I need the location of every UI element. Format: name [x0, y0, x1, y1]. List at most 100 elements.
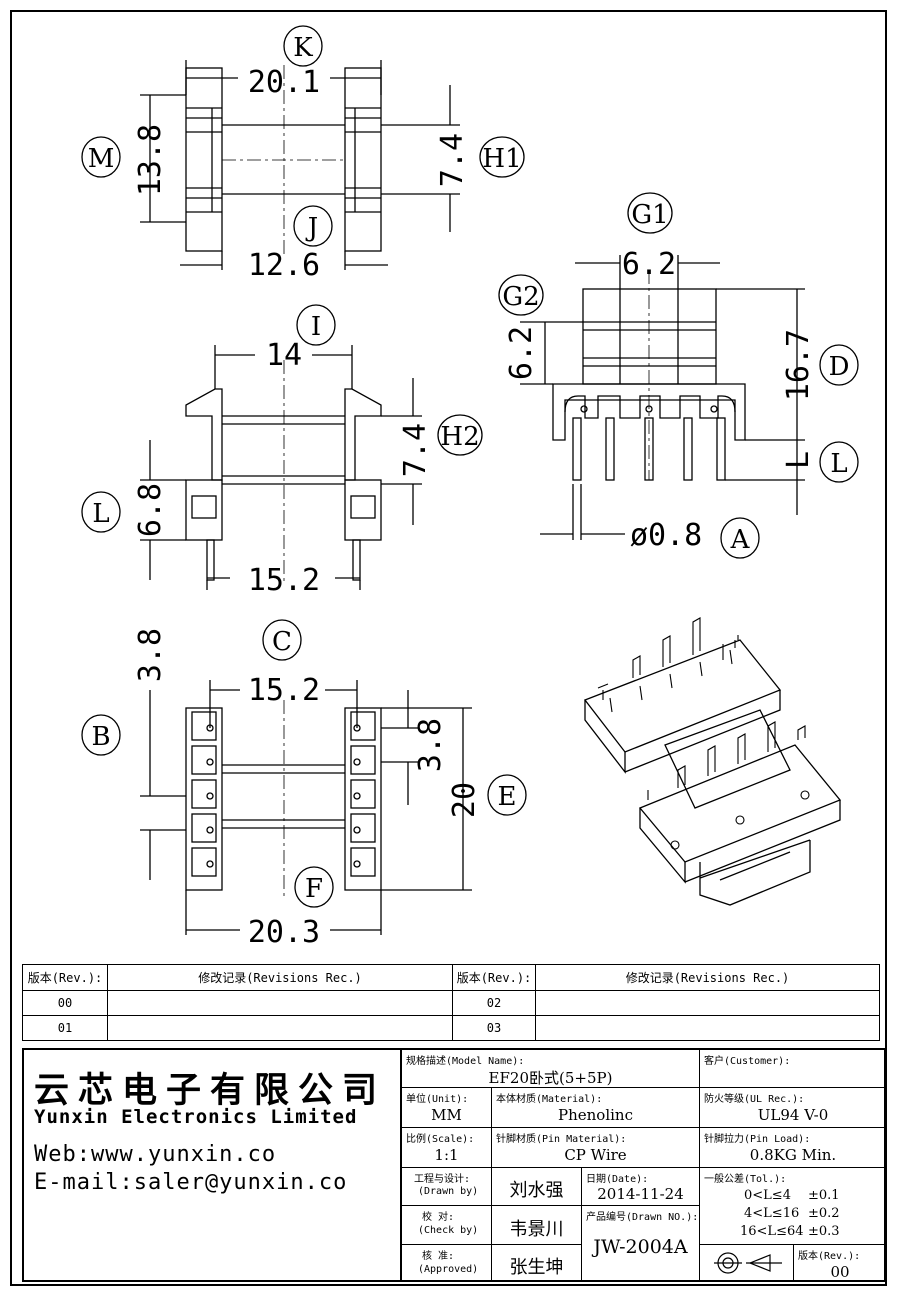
scale-value: 1:1 — [434, 1146, 459, 1164]
approved-label-cn: 核 准: — [422, 1251, 455, 1262]
callout-e: E — [498, 782, 517, 812]
material-cell: 本体材质(Material): Phenolinc — [492, 1088, 700, 1128]
check-value-cell: 韦景川 — [492, 1206, 582, 1245]
rev-header: 版本(Rev.): — [22, 964, 108, 991]
rev-cell: 03 — [452, 1015, 536, 1041]
rec-cell — [535, 990, 880, 1016]
projection-symbol-cell — [700, 1245, 794, 1282]
company-info: 云芯电子有限公司 Yunxin Electronics Limited Web:… — [24, 1050, 402, 1282]
dim-pitch: 3.8 — [413, 718, 448, 772]
callout-letters: K M H1 J G1 G2 D L A I H2 L C B E F — [88, 33, 850, 904]
projection-symbol-icon — [714, 1252, 782, 1274]
dim-h1-gap: 7.4 — [435, 133, 470, 187]
callout-g2: G2 — [502, 282, 539, 312]
rev-cell: 00 — [22, 990, 108, 1016]
check-label-en: (Check by) — [418, 1225, 479, 1236]
approved-label-cell: 核 准: (Approved) — [402, 1245, 492, 1282]
pin-load-label: 针脚拉力(Pin Load): — [704, 1134, 811, 1145]
pin-load-cell: 针脚拉力(Pin Load): 0.8KG Min. — [700, 1128, 886, 1168]
scale-label: 比例(Scale): — [406, 1134, 475, 1145]
material-value: Phenolinc — [558, 1106, 633, 1124]
dim-g1-width: 6.2 — [622, 247, 676, 282]
callout-a: A — [730, 525, 751, 555]
approved-label-en: (Approved) — [418, 1264, 479, 1275]
model-label: 规格描述(Model Name): — [406, 1056, 525, 1067]
tol-range-2: 4<L≤16 — [744, 1206, 800, 1221]
date-value: 2014-11-24 — [597, 1185, 684, 1203]
dim-c-width: 15.2 — [248, 673, 320, 708]
rev-value: 00 — [830, 1263, 850, 1281]
rec-header: 修改记录(Revisions Rec.) — [107, 964, 453, 991]
rec-header-2: 修改记录(Revisions Rec.) — [535, 964, 880, 991]
date-cell: 日期(Date): 2014-11-24 — [582, 1168, 700, 1206]
callout-h2: H2 — [440, 422, 479, 452]
callout-d: D — [829, 352, 850, 382]
dim-k-width: 20.1 — [248, 65, 320, 100]
pin-material-cell: 针脚材质(Pin Material): CP Wire — [492, 1128, 700, 1168]
callout-i: I — [311, 312, 321, 342]
dim-h2-gap: 7.4 — [398, 423, 433, 477]
check-value: 韦景川 — [509, 1219, 564, 1240]
ul-value: UL94 V-0 — [757, 1106, 829, 1124]
drawn-label-cn: 工程与设计: — [414, 1174, 471, 1185]
dimension-labels: 20.1 13.8 7.4 12.6 6.2 6.2 16.7 L ø0.8 1… — [133, 65, 816, 950]
callout-l-side: L — [830, 449, 847, 479]
callout-m: M — [88, 144, 115, 174]
dim-e-height: 20 — [447, 782, 482, 818]
rec-cell — [107, 990, 453, 1016]
material-label: 本体材质(Material): — [496, 1094, 603, 1105]
dim-b-offset: 3.8 — [133, 628, 168, 682]
check-label-cn: 校 对: — [422, 1212, 455, 1223]
company-email: E-mail:saler@yunxin.co — [34, 1170, 348, 1195]
rec-cell — [535, 1015, 880, 1041]
customer-cell: 客户(Customer): — [700, 1050, 886, 1088]
model-value: EF20卧式(5+5P) — [488, 1069, 613, 1087]
dim-g2-height: 6.2 — [504, 326, 539, 380]
pin-material-label: 针脚材质(Pin Material): — [496, 1134, 627, 1145]
pin-load-value: 0.8KG Min. — [749, 1146, 837, 1164]
unit-label: 单位(Unit): — [406, 1094, 469, 1105]
approved-value: 张生坤 — [509, 1257, 564, 1278]
dim-i-width: 14 — [266, 338, 302, 373]
ul-label: 防火等级(UL Rec.): — [704, 1094, 805, 1105]
callout-c: C — [272, 627, 292, 657]
company-name-en: Yunxin Electronics Limited — [34, 1106, 358, 1128]
customer-label: 客户(Customer): — [704, 1056, 791, 1067]
top-view — [140, 60, 460, 270]
callout-k: K — [293, 33, 313, 63]
drawing-frame — [10, 10, 887, 1286]
company-web: Web:www.yunxin.co — [34, 1142, 277, 1167]
front-view — [140, 345, 422, 590]
dim-pin-span: 15.2 — [248, 563, 320, 598]
tol-label: 一般公差(Tol.): — [704, 1174, 787, 1185]
bottom-view — [140, 680, 472, 935]
tol-value-3: ±0.3 — [808, 1224, 840, 1239]
callout-l-front: L — [92, 499, 109, 529]
dim-d-height: 16.7 — [781, 329, 816, 401]
rev-cell: 01 — [22, 1015, 108, 1041]
drawn-value: 刘水强 — [509, 1180, 564, 1201]
dim-l-height: 6.8 — [133, 483, 168, 537]
approved-value-cell: 张生坤 — [492, 1245, 582, 1282]
check-label-cell: 校 对: (Check by) — [402, 1206, 492, 1245]
callout-f: F — [305, 874, 323, 904]
dim-a-pin-dia: ø0.8 — [630, 518, 702, 553]
model-cell: 规格描述(Model Name): EF20卧式(5+5P) — [402, 1050, 700, 1088]
tol-range-3: 16<L≤64 — [740, 1224, 804, 1239]
drawing-no-label: 产品编号(Drawn NO.): — [586, 1212, 699, 1223]
tol-value-1: ±0.1 — [808, 1188, 840, 1203]
pin-material-value: CP Wire — [564, 1146, 627, 1164]
ul-cell: 防火等级(UL Rec.): UL94 V-0 — [700, 1088, 886, 1128]
tolerance-cell: 一般公差(Tol.): 0<L≤4 ±0.1 4<L≤16 ±0.2 16<L≤… — [700, 1168, 886, 1245]
callout-g1: G1 — [631, 200, 668, 230]
tol-range-1: 0<L≤4 — [744, 1188, 791, 1203]
rev-cell: 02 — [452, 990, 536, 1016]
callout-b: B — [91, 722, 110, 752]
drawing-no-cell: 产品编号(Drawn NO.): JW-2004A — [582, 1206, 700, 1282]
callout-j: J — [305, 213, 318, 243]
unit-cell: 单位(Unit): MM — [402, 1088, 492, 1128]
technical-drawing: 20.1 13.8 7.4 12.6 6.2 6.2 16.7 L ø0.8 1… — [81, 25, 859, 950]
dim-j-width: 12.6 — [248, 248, 320, 283]
scale-cell: 比例(Scale): 1:1 — [402, 1128, 492, 1168]
rev-cell-title: 版本(Rev.): 00 — [794, 1245, 886, 1282]
